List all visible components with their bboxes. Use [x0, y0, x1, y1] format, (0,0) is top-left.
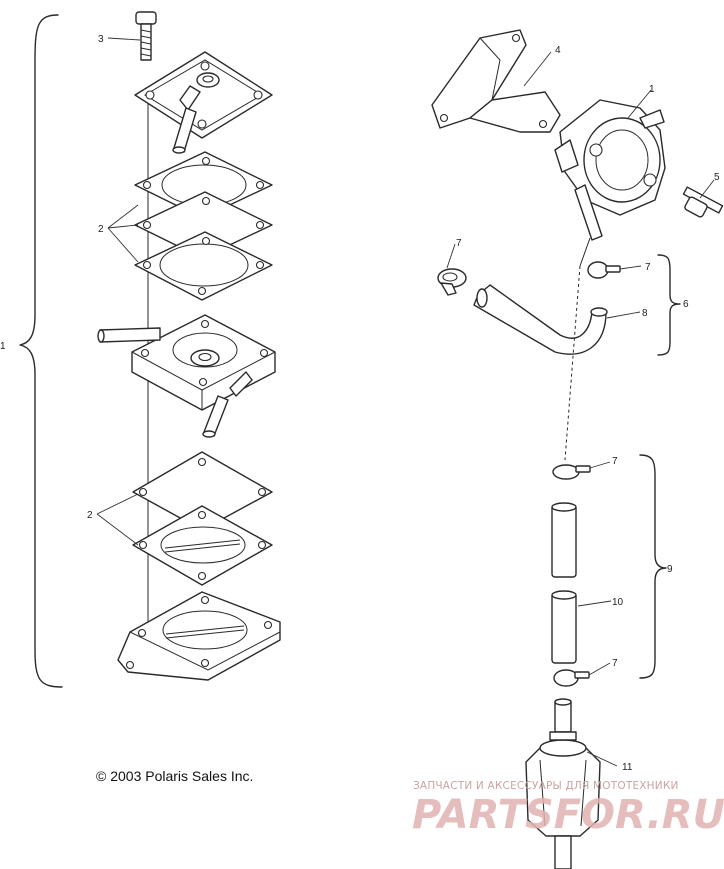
- callout-10: 10: [612, 597, 624, 608]
- bolt-3: [135, 11, 157, 61]
- assembly-brace: [19, 14, 63, 688]
- watermark-logo: PARTSFOR.RU: [412, 792, 724, 838]
- group-brace-9: [639, 454, 667, 679]
- bent-hose-8: [473, 284, 608, 355]
- watermark: ЗАПЧАСТИ И АКСЕССУАРЫ ДЛЯ МОТОТЕХНИКИ PA…: [412, 780, 724, 838]
- callout-2-upper: 2: [98, 224, 104, 235]
- callout-9: 9: [667, 564, 673, 575]
- pump-mount-bolt-5: [682, 186, 724, 218]
- pump-base-plate: [117, 591, 281, 681]
- group-brace-6: [657, 254, 681, 356]
- callout-3: 3: [98, 34, 104, 45]
- hose-clamp-7-lower: [553, 669, 590, 687]
- watermark-tagline: ЗАПЧАСТИ И АКСЕССУАРЫ ДЛЯ МОТОТЕХНИКИ: [413, 780, 679, 792]
- callout-8: 8: [642, 308, 648, 319]
- callout-5: 5: [714, 172, 720, 183]
- mounted-fuel-pump-1: [554, 99, 666, 267]
- gasket-upper-2: [134, 191, 273, 259]
- callout-7-d: 7: [612, 658, 618, 669]
- callout-2-lower: 2: [87, 510, 93, 521]
- fuel-line-connection: [564, 265, 581, 461]
- fuel-filter-11: [525, 698, 601, 869]
- callout-11: 11: [622, 762, 633, 773]
- fuel-hose-10-lower: [551, 590, 577, 664]
- hose-clamp-7-mid: [552, 464, 591, 480]
- callout-7-a: 7: [456, 238, 462, 249]
- callout-1-right: 1: [649, 84, 655, 95]
- gasket-upper-1: [134, 151, 273, 219]
- callout-6: 6: [683, 299, 689, 310]
- pump-exploded-stack: [19, 11, 281, 688]
- hose-clamp-7-upper: [587, 261, 621, 279]
- mounting-bracket-4: [431, 29, 561, 133]
- pump-top-cover: [134, 51, 273, 154]
- callout-7-b: 7: [645, 262, 651, 273]
- diaphragm-lower: [132, 505, 273, 586]
- fuel-hose-10-upper: [551, 502, 577, 578]
- copyright-notice: © 2003 Polaris Sales Inc.: [96, 768, 253, 784]
- hose-clamp-7-loose: [437, 268, 467, 296]
- pump-body: [97, 314, 276, 438]
- pump-mounting-assembly: [431, 29, 724, 869]
- callout-4: 4: [555, 45, 561, 56]
- diaphragm-upper: [134, 231, 273, 301]
- callout-7-c: 7: [612, 456, 618, 467]
- callout-labels: 1 3 2 2 4 1 5 7 7 6 8 7 9 10 7 11: [0, 34, 720, 773]
- callout-1-left: 1: [0, 341, 6, 352]
